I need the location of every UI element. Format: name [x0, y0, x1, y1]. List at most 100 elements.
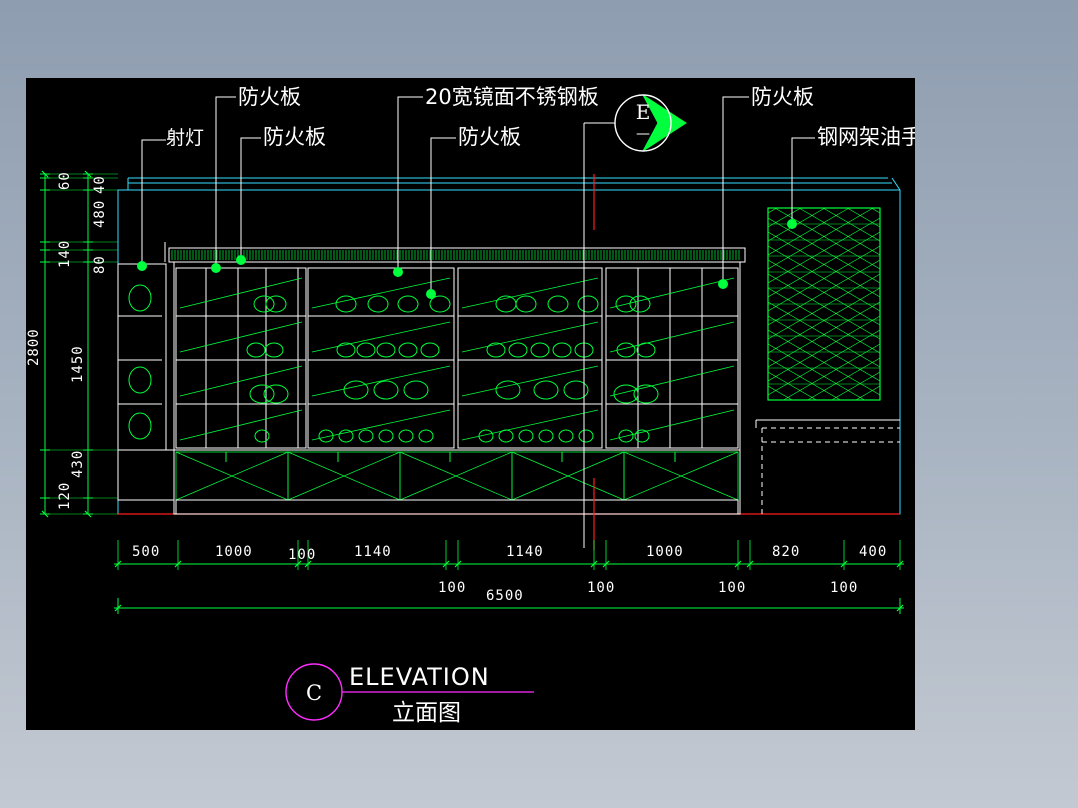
bay-3-glass-reflection-4	[461, 409, 599, 441]
mesh-line	[870, 208, 880, 214]
dim-h-1140-b: 1140	[506, 544, 544, 560]
label-spotlight: 射灯	[166, 127, 204, 149]
cabinet-bay-1	[175, 267, 307, 449]
mesh-line	[879, 399, 880, 400]
leader-fireboard-2	[240, 137, 261, 260]
shelf-product-row4-5	[398, 429, 414, 443]
mesh-line	[846, 208, 880, 228]
shelf-product-row1-2	[335, 295, 357, 313]
leader-fireboard-4	[722, 96, 749, 284]
mesh-line	[768, 399, 769, 400]
drawer-diag-b-2	[287, 451, 401, 501]
dim-v-slash-0	[41, 170, 49, 178]
dim-h-500: 500	[132, 544, 160, 560]
dim-v-slash-3	[84, 510, 92, 518]
shelf-product-row3-0	[249, 384, 275, 404]
leader-spotlight-dot	[137, 261, 147, 271]
shelf-product-row2-5	[398, 342, 418, 358]
shelf-product-row3-8	[613, 384, 639, 404]
label-mesh-rack: 钢网架油手扫漆(活动)	[817, 125, 915, 149]
shelf-product-row3-4	[403, 380, 429, 400]
bay-1-glass-reflection-3	[179, 365, 303, 397]
shelf-product-row2-8	[508, 342, 528, 358]
mesh-line	[807, 357, 880, 400]
title-block: C ELEVATION 立面图	[285, 663, 534, 726]
shelf-product-row4-6	[418, 429, 434, 443]
dim-v-40: 40	[92, 175, 108, 194]
mesh-line	[768, 385, 793, 400]
bay-2-glass-reflection-1	[311, 277, 451, 309]
label-fireboard-1: 防火板	[238, 85, 301, 109]
mesh-line	[768, 484, 880, 549]
shelf-product-row3-5	[495, 380, 521, 400]
dim-h-820: 820	[772, 544, 800, 560]
bay-2-glass-reflection-4	[311, 409, 451, 441]
shelf-product-row4-2	[338, 429, 354, 443]
shelf-product-row3-6	[533, 380, 559, 400]
shelf-product-row2-4	[376, 342, 396, 358]
dim-h-slash-5	[454, 560, 462, 568]
dim-h-slash-4	[442, 560, 450, 568]
mesh-line	[768, 470, 880, 535]
mesh-line	[768, 208, 874, 270]
mesh-line	[831, 371, 880, 400]
shelf-product-row2-2	[336, 342, 356, 358]
shelf-product-row4-8	[498, 429, 514, 443]
mesh-line	[768, 414, 880, 479]
mesh-line	[782, 343, 880, 400]
bay-3-glass-reflection-2	[461, 321, 599, 353]
dim-h-slash-3	[304, 560, 312, 568]
dim-h-slash-2	[294, 560, 302, 568]
shelf-product-row4-1	[318, 429, 334, 443]
valance-flutes	[171, 250, 740, 260]
mesh-line	[768, 470, 880, 535]
dim-v-80: 80	[92, 255, 108, 274]
dim-h-slash-11	[896, 560, 904, 568]
bay-4-glass-reflection-1	[609, 277, 735, 309]
bay-3-glass-reflection-1	[461, 277, 599, 309]
mesh-line	[768, 414, 880, 479]
bay-1-glass-reflection-2	[179, 321, 303, 353]
dim-h-100-b: 100	[438, 580, 466, 596]
dim-h-100-a: 100	[288, 547, 316, 563]
mesh-line	[768, 208, 850, 256]
leader-spotlight	[141, 139, 166, 266]
shelf-product-row2-10	[552, 342, 572, 358]
shelf-product-row4-14	[634, 429, 650, 443]
mesh-line	[768, 287, 880, 354]
bay-4-glass-reflection-2	[609, 321, 735, 353]
dim-h-slash-0	[114, 560, 122, 568]
dim-h-100-d: 100	[718, 580, 746, 596]
shelf-product-row3-1	[263, 384, 289, 404]
dim-h-1000-b: 1000	[646, 544, 684, 560]
mesh-line	[768, 231, 880, 298]
shelf-product-row4-12	[578, 429, 594, 443]
dim-h-slash-7	[602, 560, 610, 568]
cad-drawing-viewport[interactable]: 射灯 防火板 防火板 20宽镜面不锈钢板 防火板 防火板 钢网架油手扫漆(活动)…	[26, 78, 915, 730]
section-marker-letter: E	[636, 100, 651, 124]
shelf-product-row2-12	[616, 342, 636, 358]
cabinet-bay-3	[457, 267, 603, 449]
shelf-product-row4-7	[478, 429, 494, 443]
leader-fireboard-3	[430, 137, 456, 294]
leader-fireboard-1	[215, 96, 236, 268]
bay-2-glass-reflection-3	[311, 365, 451, 397]
dim-v-1450: 1450	[70, 345, 86, 383]
shelf-product-row1-0	[253, 295, 275, 313]
mesh-line	[768, 428, 880, 493]
niche-display-head-0	[128, 284, 152, 312]
section-marker: E —	[614, 94, 672, 152]
mesh-line	[768, 208, 826, 242]
dim-h-100-c: 100	[587, 580, 615, 596]
mesh-line	[768, 315, 880, 382]
bay-3-glass-reflection-3	[461, 365, 599, 397]
dim-h-1140-a: 1140	[354, 544, 392, 560]
leader-mesh-rack	[791, 137, 815, 224]
shelf-product-row4-3	[358, 429, 374, 443]
dim-h-total-slash-0	[114, 604, 122, 612]
bay-1-glass-reflection-4	[179, 409, 303, 441]
label-mirror-steel: 20宽镜面不锈钢板	[425, 85, 599, 109]
shelf-product-row1-3	[367, 295, 389, 313]
bay-1-glass-reflection-1	[179, 277, 303, 309]
shelf-product-row1-11	[629, 295, 651, 313]
